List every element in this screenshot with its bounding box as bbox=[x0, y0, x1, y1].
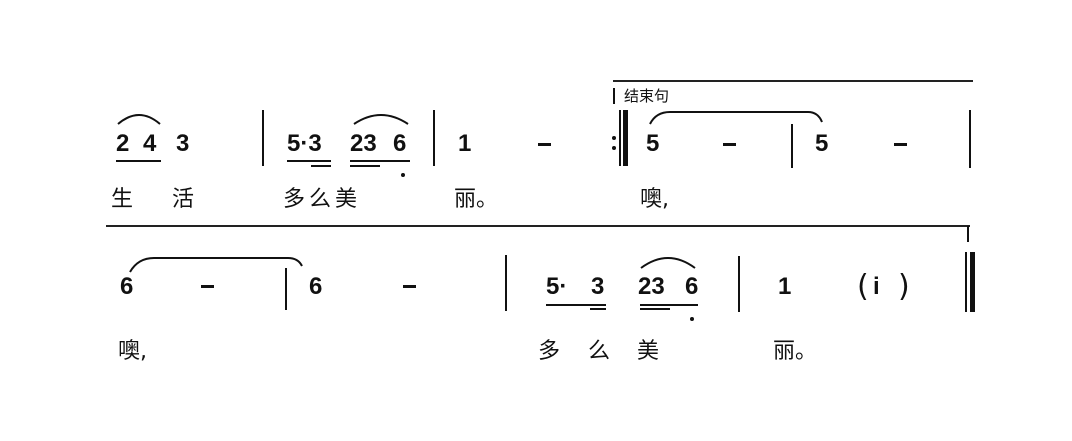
barline bbox=[262, 110, 264, 166]
note: 5· bbox=[546, 273, 568, 300]
lyric: 多 bbox=[538, 339, 561, 364]
low-octave-dot bbox=[690, 317, 694, 321]
eighth-underline bbox=[640, 304, 698, 306]
section-bracket-tick bbox=[613, 88, 615, 104]
barline bbox=[969, 110, 971, 168]
sixteenth-underline bbox=[350, 165, 380, 167]
system-separator-line bbox=[106, 225, 970, 227]
separator-end-tick bbox=[967, 226, 969, 242]
section-label: 结束句 bbox=[624, 87, 670, 105]
parenthesis-open: ( bbox=[857, 269, 869, 304]
tie-arc bbox=[129, 257, 303, 273]
lyric: 噢, bbox=[640, 187, 669, 212]
note: 6 bbox=[685, 273, 699, 300]
note: 2 bbox=[116, 130, 130, 157]
barline bbox=[505, 255, 507, 311]
sixteenth-underline bbox=[311, 165, 331, 167]
repeat-barline-thick bbox=[623, 110, 628, 166]
slur-arc bbox=[353, 114, 409, 125]
eighth-underline bbox=[116, 160, 161, 162]
sustain-dash bbox=[723, 143, 736, 146]
eighth-underline bbox=[350, 160, 410, 162]
lyric: 么 bbox=[588, 339, 611, 364]
lyric: 丽。 bbox=[773, 339, 818, 364]
sixteenth-underline bbox=[590, 308, 606, 310]
note: 5 bbox=[815, 130, 829, 157]
sustain-dash bbox=[538, 143, 551, 146]
lyric: 丽。 bbox=[454, 187, 499, 212]
lyric: 活 bbox=[172, 187, 195, 212]
repeat-dot bbox=[612, 146, 616, 150]
low-octave-dot bbox=[401, 173, 405, 177]
sustain-dash bbox=[894, 143, 907, 146]
barline bbox=[433, 110, 435, 166]
barline bbox=[791, 124, 793, 168]
note: 23 bbox=[638, 273, 665, 300]
section-bracket-top-line bbox=[613, 80, 973, 82]
note: 4 bbox=[143, 130, 157, 157]
slur-arc bbox=[640, 257, 696, 269]
eighth-underline bbox=[546, 304, 606, 306]
final-barline-thin bbox=[965, 252, 967, 312]
note: 23 bbox=[350, 130, 377, 157]
sixteenth-underline bbox=[640, 308, 670, 310]
note: 6 bbox=[120, 273, 134, 300]
lyric: 美 bbox=[637, 339, 660, 364]
repeat-dot bbox=[612, 136, 616, 140]
note: i bbox=[873, 273, 880, 300]
lyric: 噢, bbox=[118, 339, 147, 364]
tie-arc bbox=[649, 111, 823, 125]
note: 6 bbox=[393, 130, 407, 157]
eighth-underline bbox=[287, 160, 331, 162]
repeat-barline-thin bbox=[619, 110, 621, 166]
sustain-dash bbox=[403, 285, 416, 288]
note: 3 bbox=[176, 130, 190, 157]
barline bbox=[738, 256, 740, 312]
note: 3 bbox=[591, 273, 605, 300]
lyric: 生 bbox=[111, 187, 134, 212]
lyric: 多么美 bbox=[283, 187, 362, 212]
note: 5·3 bbox=[287, 130, 322, 157]
note: 1 bbox=[778, 273, 792, 300]
sustain-dash bbox=[201, 285, 214, 288]
note: 5 bbox=[646, 130, 660, 157]
barline bbox=[285, 268, 287, 310]
slur-arc bbox=[117, 114, 161, 125]
note: 1 bbox=[458, 130, 472, 157]
final-barline-thick bbox=[970, 252, 975, 312]
note: 6 bbox=[309, 273, 323, 300]
parenthesis-close: ) bbox=[898, 269, 910, 304]
